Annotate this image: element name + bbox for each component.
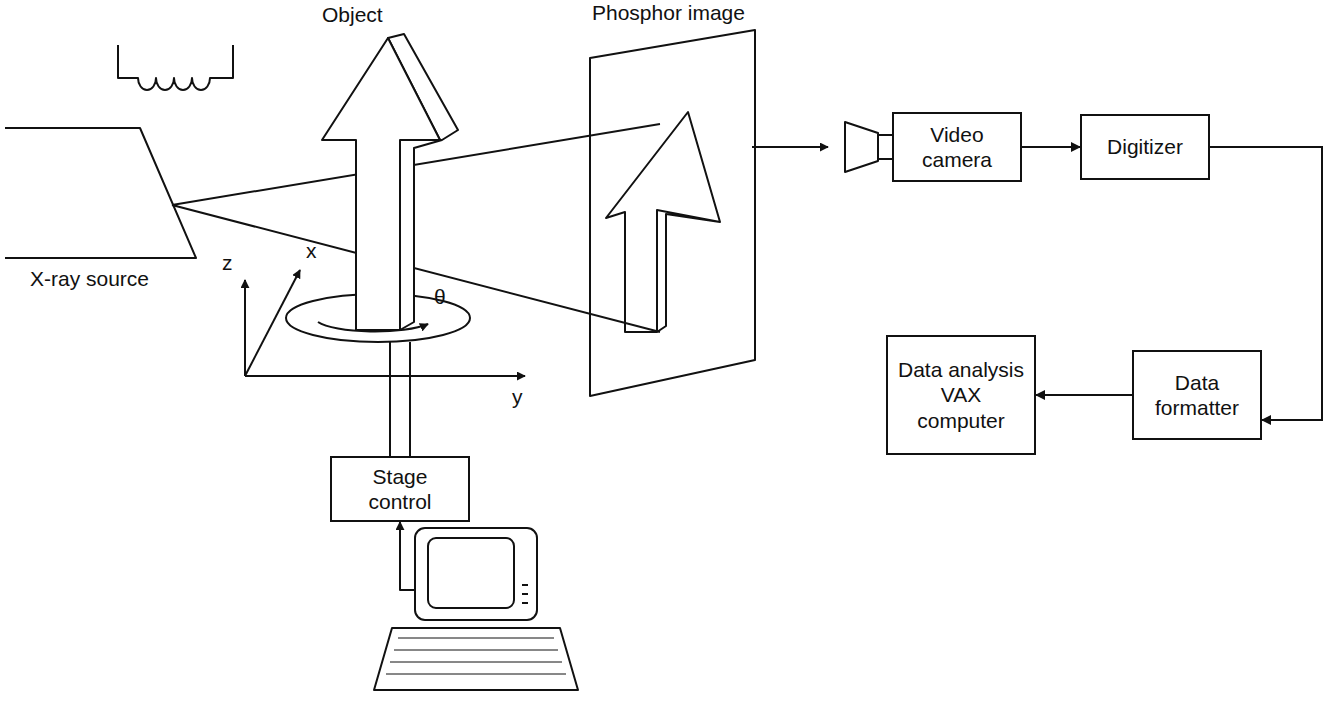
anode [5,128,196,258]
terminal-monitor [415,528,537,620]
terminal-keyboard [374,628,578,690]
terminal-keys [386,638,566,674]
light-arrow [752,146,828,148]
axis-label: z [222,250,233,275]
source-label: X-ray source [30,266,149,291]
axis-x [245,270,300,376]
stage-control-box: Stage control [330,456,470,522]
axis-label: x [306,238,317,263]
axis-z [244,280,246,376]
screen-label: Phosphor image [592,0,745,25]
computer-box: Data analysis VAX computer [886,335,1036,455]
object-label: Object [322,2,383,27]
flow-arrow [1036,394,1132,396]
filament [118,45,233,90]
box-text: Video camera [902,122,1012,172]
stage-post [390,342,410,460]
video-camera-box: Video camera [892,112,1022,182]
box-text: Stage control [340,464,460,514]
terminal-buttons [522,585,528,603]
terminal-to-stage [400,522,415,590]
box-text: Digitizer [1107,134,1183,159]
object [322,38,440,330]
box-text: Data formatter [1142,370,1252,420]
flow-arrow [1022,146,1080,148]
axis-y [245,375,525,377]
digitizer-box: Digitizer [1080,114,1210,180]
formatter-box: Data formatter [1132,350,1262,440]
terminal-screen [428,538,514,608]
axis-label: y [512,384,523,409]
box-text: Data analysis VAX computer [896,357,1026,433]
phosphor-arrow-image [606,112,720,332]
angle-label: θ [434,284,446,309]
phosphor-screen [590,30,755,396]
